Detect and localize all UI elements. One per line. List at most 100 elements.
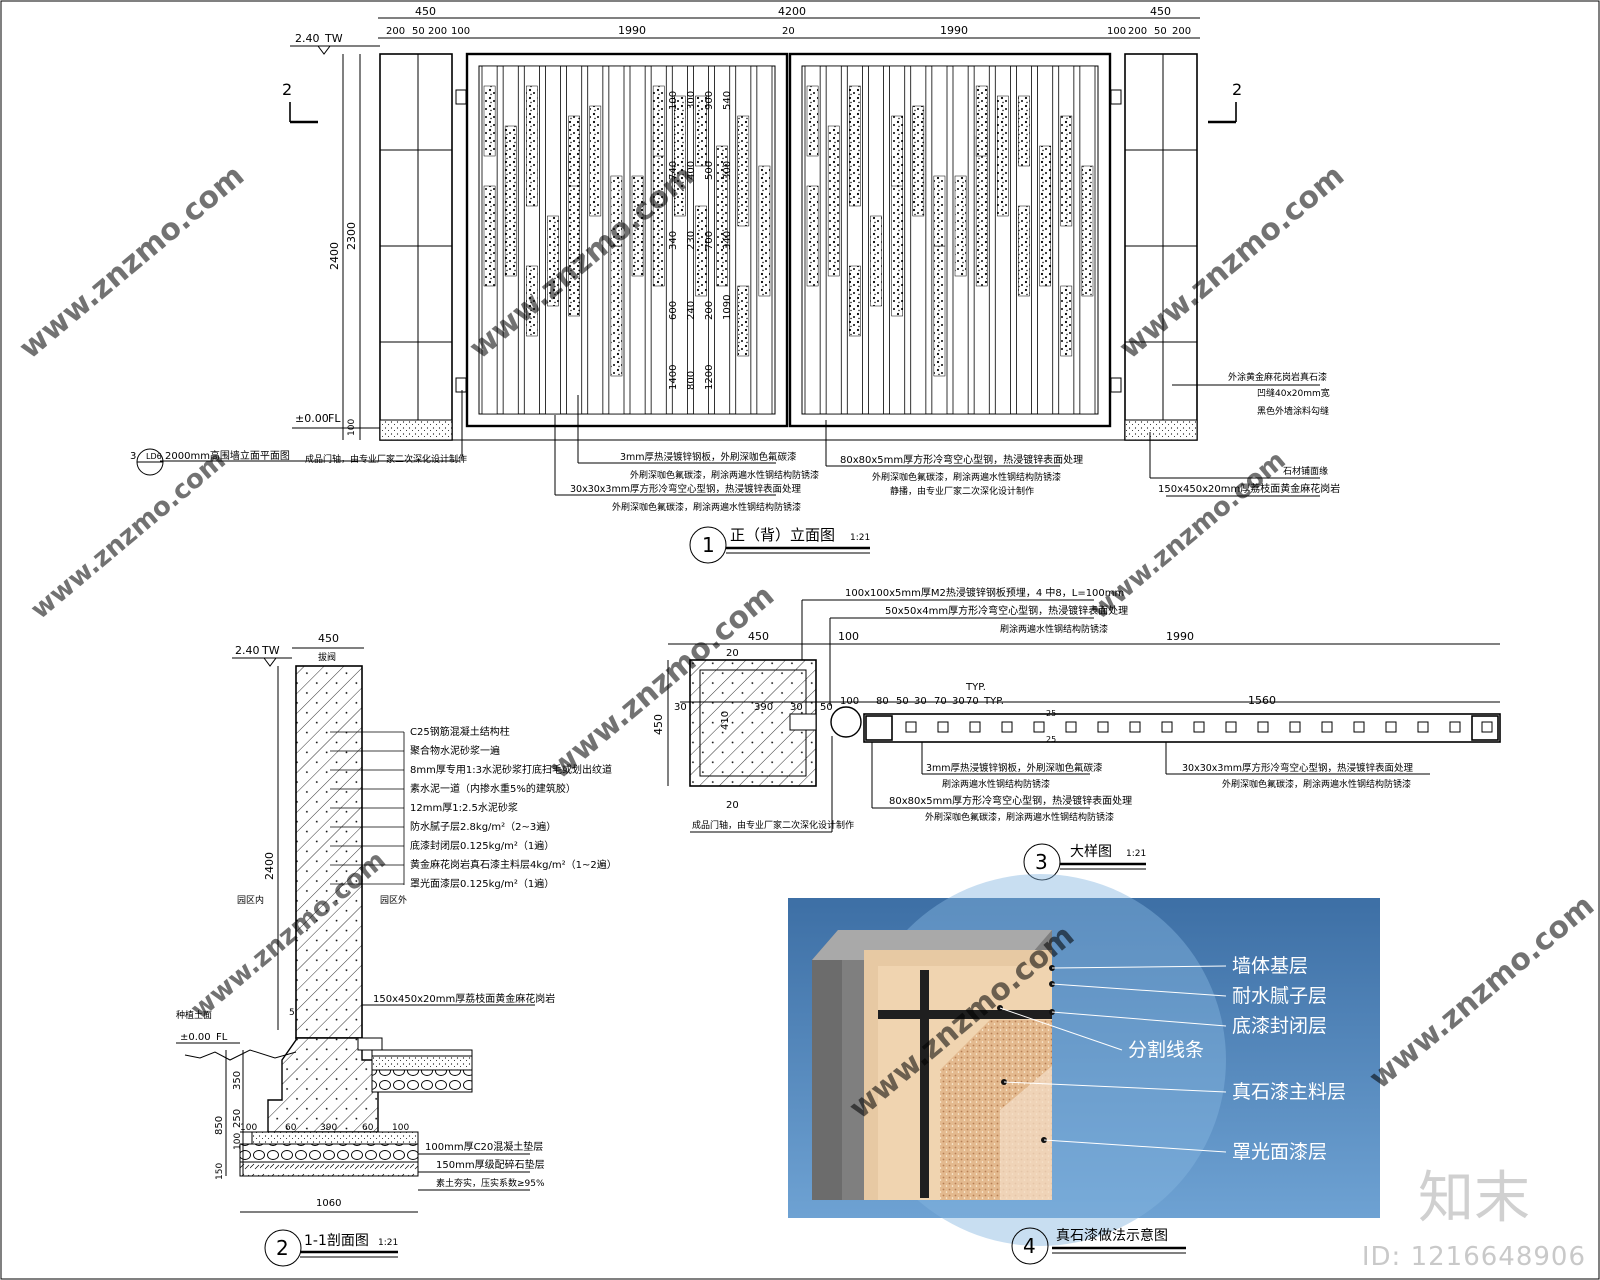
render-label: 墙体基层 xyxy=(1232,955,1308,977)
detail-dim-v: 25 xyxy=(1046,735,1056,744)
compacted-soil xyxy=(239,1161,419,1177)
detail-note2b: 刷涂两遍水性钢结构防锈漆 xyxy=(1000,623,1108,635)
gate-panel-texture xyxy=(631,175,644,277)
hinge xyxy=(455,89,467,105)
render-leader-line xyxy=(1043,1139,1227,1153)
detail-note-tube30-b: 外刷深咖色氟碳漆，刷涂两遍水性钢结构防锈漆 xyxy=(1222,778,1411,790)
gate-inner-dim: 600 xyxy=(668,301,679,320)
scale: 1:21 xyxy=(850,533,870,543)
slat-square xyxy=(1193,721,1205,733)
gravel-bed xyxy=(239,1143,419,1163)
sec-dim-h: 390 xyxy=(320,1123,337,1133)
render-leader-line xyxy=(1051,983,1227,997)
detail-dim-v: 450 xyxy=(652,714,665,735)
layer-note: 8mm厚专用1:3水泥砂浆打底扫毛或划出纹道 xyxy=(410,763,612,776)
watermark: www.znzmo.com xyxy=(1113,158,1351,366)
detail-note-tube30: 30x30x3mm厚方形冷弯空心型钢，热浸镀锌表面处理 xyxy=(1182,762,1413,774)
wall-footing xyxy=(267,1037,379,1133)
note-r1: 外涂黄金麻花岗岩真石漆 xyxy=(1228,371,1327,383)
slat-square xyxy=(1033,721,1045,733)
detail-note-tube80: 80x80x5mm厚方形冷弯空心型钢，热浸镀锌表面处理 xyxy=(889,794,1132,807)
gate-panel-texture xyxy=(849,85,861,207)
sec-base-note: 素土夯实，压实系数≥95% xyxy=(436,1177,545,1189)
dim-label: 1990 xyxy=(940,24,968,37)
sec-dim-h: 60 xyxy=(285,1123,297,1133)
slat-square xyxy=(1257,721,1269,733)
slat-square xyxy=(1097,721,1109,733)
sec-level-base-tag: FL xyxy=(216,1032,228,1043)
slat-square xyxy=(1065,721,1077,733)
sec-dim-h: 100 xyxy=(240,1123,257,1133)
gate-inner-dim: 700 xyxy=(704,231,715,250)
slat-square xyxy=(1321,721,1333,733)
sec-dim-v: 250 xyxy=(232,1109,243,1128)
watermark: www.znzmo.com xyxy=(13,158,251,366)
gate-panel-texture xyxy=(1039,145,1051,287)
layer-note: 12mm厚1:2.5水泥砂浆 xyxy=(410,801,518,814)
sec-dim-h: 60 xyxy=(362,1123,374,1133)
gate-inner-dim: 300 xyxy=(686,91,697,110)
gate-panel-texture xyxy=(674,95,686,217)
detail-dim-v: 410 xyxy=(720,711,731,730)
layer-note: C25钢筋混凝土结构柱 xyxy=(410,725,510,738)
note-gate: 成品门轴，由专业厂家二次深化设计制作 xyxy=(305,453,467,465)
gate-inner-dim: 540 xyxy=(722,91,733,110)
layer-note: 黄金麻花岗岩真石漆主料层4kg/m²（1~2遍） xyxy=(410,858,617,871)
sec-in: 园区内 xyxy=(237,894,264,906)
scale: 1:21 xyxy=(378,1238,398,1248)
plan-callout-ref: LD6 xyxy=(146,452,162,461)
sec-top-note: 拔阀 xyxy=(318,651,336,663)
dim-label: 50 xyxy=(1154,26,1167,37)
gate-inner-dim: 400 xyxy=(686,161,697,180)
title: 正（背）立面图 xyxy=(730,526,835,544)
slat-square xyxy=(905,721,917,733)
slat-square xyxy=(1161,721,1173,733)
slat-square xyxy=(1289,721,1301,733)
sec-dim-v: 850 xyxy=(214,1116,225,1135)
render-leader-line xyxy=(1051,965,1227,969)
gate-inner-dim: 900 xyxy=(704,91,715,110)
hinge xyxy=(1110,377,1122,393)
slat-square xyxy=(1353,721,1365,733)
sec-dim-v: 5 xyxy=(289,1008,295,1018)
slat-square xyxy=(1449,721,1461,733)
detail-row-dim: 30 xyxy=(790,702,803,713)
title: 大样图 xyxy=(1070,844,1112,860)
gate-panel-texture xyxy=(716,145,728,287)
gate-leaf-left xyxy=(465,52,789,428)
dim-height-inner: 2300 xyxy=(345,222,358,250)
slat-square xyxy=(1225,721,1237,733)
sec-out: 园区外 xyxy=(380,894,407,906)
pillar-left xyxy=(379,53,453,441)
watermark: www.znzmo.com xyxy=(1363,888,1600,1096)
detail-row-dim: TYP. xyxy=(983,696,1004,707)
gate-panel-texture xyxy=(870,215,882,307)
dim-label: 200 xyxy=(1172,26,1191,37)
watermark: www.znzmo.com xyxy=(1085,445,1291,625)
sec-height: 2400 xyxy=(263,852,276,880)
render-label: 分割线条 xyxy=(1128,1039,1204,1061)
note-tube80-c: 静播，由专业厂家二次深化设计制作 xyxy=(890,485,1034,497)
gate-panel-texture xyxy=(827,125,840,277)
elevation-view: 450 4200 450 200 50 200 100 1990 20 1990… xyxy=(130,5,1340,564)
gate-slats-right xyxy=(804,65,1096,415)
gate-panel-texture xyxy=(758,165,771,297)
title-num: 2 xyxy=(276,1236,289,1260)
sec-base-note: 150mm厚级配碎石垫层 xyxy=(436,1158,545,1171)
detail-dim-v: 20 xyxy=(726,648,739,659)
detail-dim-v: 20 xyxy=(726,800,739,811)
note-tube80: 80x80x5mm厚方形冷弯空心型钢，热浸镀锌表面处理 xyxy=(840,453,1083,466)
level-base-tag: FL xyxy=(328,412,341,425)
dim-label: 200 xyxy=(428,26,447,37)
topcoat-layer xyxy=(1000,1066,1052,1200)
section-mark-right: 2 xyxy=(1232,80,1242,99)
dim-label: 1990 xyxy=(618,24,646,37)
dim-label: 450 xyxy=(415,5,436,18)
gate-panel-texture xyxy=(737,285,750,357)
embed-plate xyxy=(789,713,817,731)
render-label: 耐水腻子层 xyxy=(1232,985,1327,1007)
gate-inner-dim: 340 xyxy=(668,231,679,250)
note-r3: 黑色外墙涂料勾缝 xyxy=(1257,405,1329,417)
layer-note: 聚合物水泥砂浆一遍 xyxy=(410,744,500,757)
